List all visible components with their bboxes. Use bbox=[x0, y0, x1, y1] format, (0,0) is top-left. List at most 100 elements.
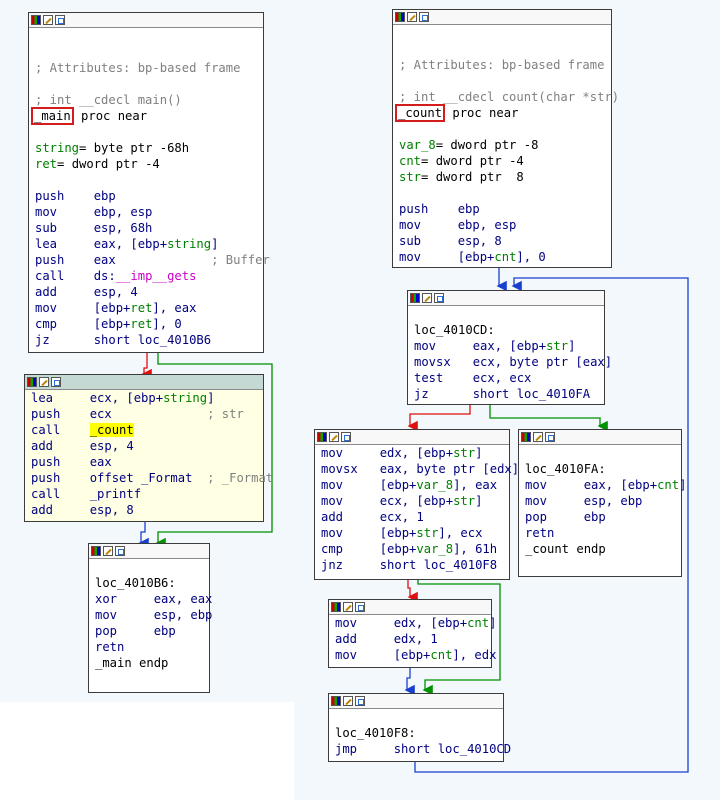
block-titlebar[interactable] bbox=[329, 600, 491, 615]
code-block-loop-body[interactable]: mov edx, [ebp+str]movsx eax, byte ptr [e… bbox=[314, 429, 519, 580]
block-titlebar[interactable] bbox=[519, 430, 681, 445]
asm-line[interactable]: retn bbox=[525, 525, 681, 541]
block-titlebar[interactable] bbox=[89, 544, 209, 559]
asm-line[interactable]: xor eax, eax bbox=[95, 591, 212, 607]
graph-overview-icon[interactable] bbox=[91, 546, 101, 556]
asm-line[interactable] bbox=[35, 76, 263, 92]
asm-line[interactable] bbox=[399, 25, 611, 41]
asm-line[interactable]: loc_4010F8: bbox=[335, 725, 503, 741]
asm-line[interactable]: mov [ebp+cnt], edx bbox=[335, 647, 496, 663]
image-view-icon[interactable] bbox=[545, 432, 555, 442]
asm-line[interactable]: ; Attributes: bp-based frame bbox=[399, 57, 611, 73]
image-view-icon[interactable] bbox=[115, 546, 125, 556]
asm-line[interactable]: loc_4010CD: bbox=[414, 322, 604, 338]
asm-line[interactable]: push ebp bbox=[35, 188, 263, 204]
asm-line[interactable] bbox=[35, 44, 263, 60]
graph-overview-icon[interactable] bbox=[27, 377, 37, 387]
asm-line[interactable]: add ecx, 1 bbox=[321, 509, 509, 525]
asm-line[interactable]: ret= dword ptr -4 bbox=[35, 156, 263, 172]
asm-line[interactable]: sub esp, 8 bbox=[399, 233, 611, 249]
asm-line[interactable]: mov [ebp+cnt], 0 bbox=[399, 249, 611, 265]
graph-overview-icon[interactable] bbox=[521, 432, 531, 442]
asm-line[interactable] bbox=[399, 121, 611, 137]
asm-line[interactable] bbox=[399, 41, 611, 57]
asm-line[interactable]: add esp, 8 bbox=[31, 502, 263, 518]
edit-color-icon[interactable] bbox=[39, 377, 49, 387]
code-block-main-entry[interactable]: ; Attributes: bp-based frame ; int __cdec… bbox=[28, 12, 270, 353]
edit-color-icon[interactable] bbox=[407, 12, 417, 22]
asm-line[interactable] bbox=[414, 306, 604, 322]
asm-line[interactable]: cmp [ebp+ret], 0 bbox=[35, 316, 263, 332]
block-titlebar[interactable] bbox=[29, 13, 263, 28]
graph-overview-icon[interactable] bbox=[395, 12, 405, 22]
asm-line[interactable]: call ds:__imp__gets bbox=[35, 268, 263, 284]
code-block-count-entry[interactable]: ; Attributes: bp-based frame ; int __cdec… bbox=[392, 9, 619, 268]
code-block-loc-4010fa[interactable]: loc_4010FA:mov eax, [ebp+cnt]mov esp, eb… bbox=[518, 429, 686, 577]
asm-line[interactable] bbox=[35, 124, 263, 140]
edit-color-icon[interactable] bbox=[343, 602, 353, 612]
asm-line[interactable]: mov eax, [ebp+str] bbox=[414, 338, 604, 354]
asm-line[interactable]: pop ebp bbox=[95, 623, 209, 639]
asm-line[interactable]: ; Attributes: bp-based frame bbox=[35, 60, 263, 76]
asm-line[interactable]: _main endp bbox=[95, 655, 209, 671]
asm-line[interactable]: loc_4010B6: bbox=[95, 575, 209, 591]
asm-line[interactable] bbox=[399, 185, 611, 201]
asm-line[interactable]: add esp, 4 bbox=[31, 438, 263, 454]
block-titlebar[interactable] bbox=[315, 430, 509, 445]
asm-line[interactable] bbox=[35, 172, 263, 188]
graph-overview-icon[interactable] bbox=[410, 293, 420, 303]
asm-line[interactable]: string= byte ptr -68h bbox=[35, 140, 263, 156]
graph-overview-icon[interactable] bbox=[31, 15, 41, 25]
asm-line[interactable]: add edx, 1 bbox=[335, 631, 491, 647]
code-block-loc-4010cd[interactable]: loc_4010CD:mov eax, [ebp+str]movsx ecx, … bbox=[407, 290, 612, 405]
asm-line[interactable]: ; int __cdecl count(char *str) bbox=[399, 89, 619, 105]
asm-line[interactable]: var_8= dword ptr -8 bbox=[399, 137, 611, 153]
asm-line[interactable]: call _count bbox=[31, 422, 263, 438]
block-titlebar[interactable] bbox=[329, 694, 503, 709]
asm-line[interactable]: jmp short loc_4010CD bbox=[335, 741, 511, 757]
asm-line[interactable]: mov [ebp+ret], eax bbox=[35, 300, 263, 316]
edit-color-icon[interactable] bbox=[329, 432, 339, 442]
asm-line[interactable]: mov [ebp+var_8], eax bbox=[321, 477, 509, 493]
image-view-icon[interactable] bbox=[434, 293, 444, 303]
asm-line[interactable]: sub esp, 68h bbox=[35, 220, 263, 236]
asm-line[interactable]: mov [ebp+str], ecx bbox=[321, 525, 509, 541]
asm-line[interactable]: movsx ecx, byte ptr [eax] bbox=[414, 354, 612, 370]
edit-color-icon[interactable] bbox=[533, 432, 543, 442]
asm-line[interactable]: mov ebp, esp bbox=[399, 217, 611, 233]
image-view-icon[interactable] bbox=[55, 15, 65, 25]
edit-color-icon[interactable] bbox=[43, 15, 53, 25]
asm-line[interactable] bbox=[35, 28, 263, 44]
asm-line[interactable]: push offset _Format ; _Format bbox=[31, 470, 273, 486]
asm-line[interactable] bbox=[95, 559, 209, 575]
asm-line[interactable] bbox=[399, 73, 611, 89]
image-view-icon[interactable] bbox=[355, 696, 365, 706]
asm-line[interactable]: mov esp, ebp bbox=[525, 493, 681, 509]
asm-line[interactable] bbox=[335, 709, 503, 725]
asm-line[interactable]: push ecx ; str bbox=[31, 406, 263, 422]
image-view-icon[interactable] bbox=[419, 12, 429, 22]
edit-color-icon[interactable] bbox=[422, 293, 432, 303]
asm-line[interactable]: retn bbox=[95, 639, 209, 655]
asm-line[interactable]: pop ebp bbox=[525, 509, 681, 525]
graph-overview-icon[interactable] bbox=[331, 602, 341, 612]
image-view-icon[interactable] bbox=[355, 602, 365, 612]
asm-line[interactable]: lea eax, [ebp+string] bbox=[35, 236, 263, 252]
asm-line[interactable]: push eax bbox=[31, 454, 263, 470]
asm-line[interactable]: lea ecx, [ebp+string] bbox=[31, 390, 263, 406]
asm-line[interactable]: ; int __cdecl main() bbox=[35, 92, 263, 108]
asm-line[interactable]: _count proc near bbox=[395, 104, 611, 122]
asm-line[interactable]: _main proc near bbox=[31, 107, 263, 125]
asm-line[interactable]: cnt= dword ptr -4 bbox=[399, 153, 611, 169]
asm-line[interactable]: jnz short loc_4010F8 bbox=[321, 557, 509, 573]
block-titlebar[interactable] bbox=[408, 291, 604, 306]
asm-line[interactable]: jz short loc_4010FA bbox=[414, 386, 604, 402]
asm-line[interactable]: push eax ; Buffer bbox=[35, 252, 270, 268]
block-titlebar[interactable] bbox=[393, 10, 611, 25]
asm-line[interactable]: _count endp bbox=[525, 541, 681, 557]
image-view-icon[interactable] bbox=[341, 432, 351, 442]
edit-color-icon[interactable] bbox=[343, 696, 353, 706]
